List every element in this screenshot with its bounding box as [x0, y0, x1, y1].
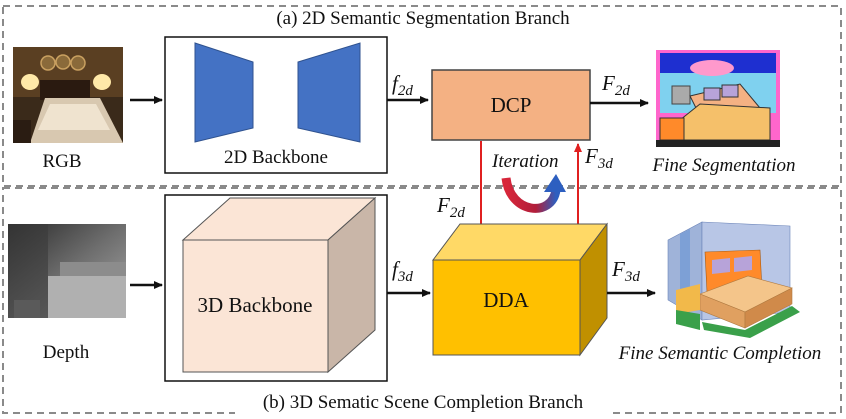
F2d-cross-label: F2d	[436, 193, 465, 221]
fine-segmentation-image	[656, 50, 780, 147]
encoder-trapezoid	[194, 42, 254, 143]
F3d-cross-label: F3d	[584, 144, 613, 172]
F2d-output-label: F2d	[601, 71, 630, 99]
dcp-label: DCP	[491, 93, 532, 117]
backbone-2d-label: 2D Backbone	[224, 147, 328, 168]
dcp-box	[431, 69, 591, 141]
f2d-label: f2d	[392, 71, 413, 99]
f3d-label: f3d	[392, 257, 413, 285]
depth-label: Depth	[43, 342, 90, 363]
depth-input-image	[8, 224, 126, 318]
branch-2d-frame	[2, 5, 842, 187]
fine-completion-label: Fine Semantic Completion	[618, 343, 822, 364]
backbone-3d-label: 3D Backbone	[198, 293, 313, 317]
fine-completion-voxel-image	[667, 221, 800, 338]
rgb-input-image	[13, 47, 123, 143]
rgb-label: RGB	[42, 151, 81, 172]
branch-2d-title: (a) 2D Semantic Segmentation Branch	[276, 8, 570, 29]
backbone-3d-cube	[181, 196, 377, 374]
dda-label: DDA	[483, 288, 529, 312]
dda-box	[432, 222, 608, 357]
iteration-label: Iteration	[491, 151, 559, 172]
F3d-output-label: F3d	[611, 257, 640, 285]
branch-3d-title: (b) 3D Sematic Scene Completion Branch	[263, 392, 584, 413]
fine-segmentation-label: Fine Segmentation	[652, 155, 796, 176]
iteration-curved-arrow-icon	[501, 174, 566, 213]
decoder-trapezoid	[297, 42, 361, 143]
